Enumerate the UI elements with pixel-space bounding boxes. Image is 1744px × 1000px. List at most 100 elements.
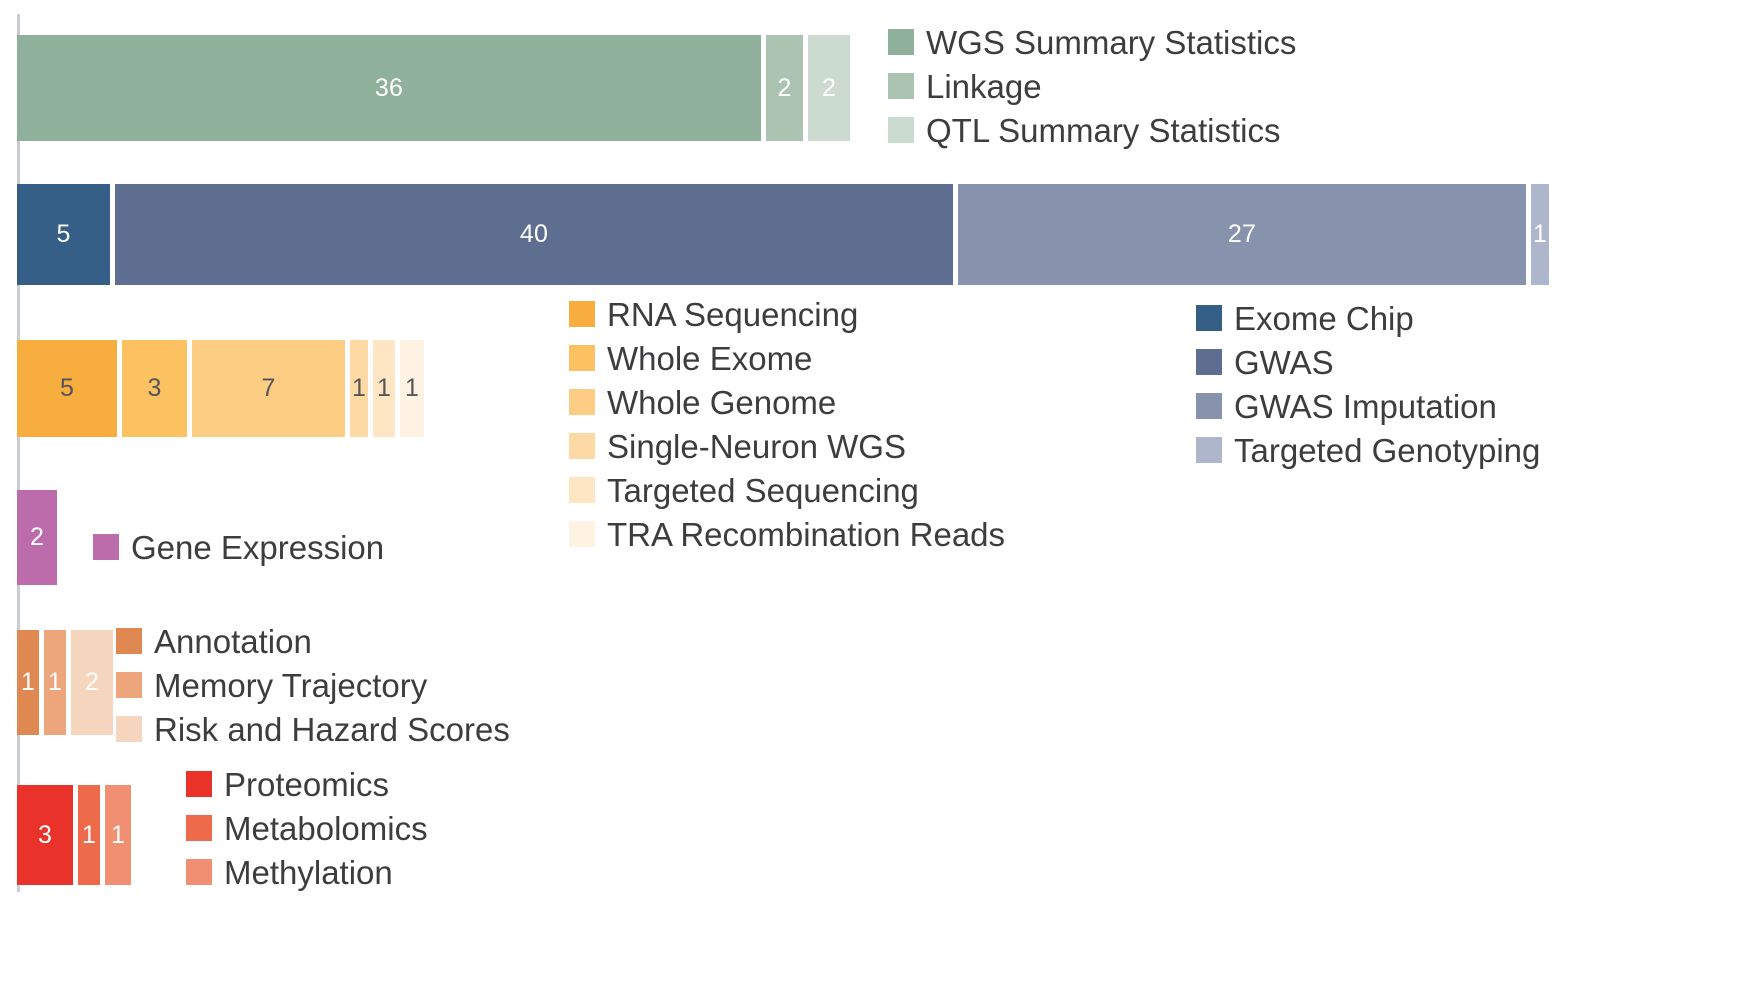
legend-item[interactable]: Metabolomics: [186, 806, 428, 850]
legend-label: GWAS Imputation: [1234, 387, 1497, 425]
bar-segment: 36: [17, 35, 761, 141]
legend-label: QTL Summary Statistics: [926, 111, 1281, 149]
legend-swatch-icon: [569, 389, 595, 415]
bar-segment-value-label: 3: [147, 374, 162, 402]
legend-label: Metabolomics: [224, 809, 428, 847]
bar-segment-value-label: 1: [81, 820, 97, 849]
legend-label: Linkage: [926, 67, 1042, 105]
legend-item[interactable]: Memory Trajectory: [116, 663, 510, 707]
legend-item[interactable]: RNA Sequencing: [569, 292, 1005, 336]
bar-segment: 1: [17, 630, 39, 735]
bar-segment: 1: [105, 785, 131, 885]
bar-segment-value-label: 3: [37, 820, 53, 849]
bar-segment-value-label: 1: [110, 820, 126, 849]
bar-segment-value-label: 1: [20, 668, 36, 696]
legend-swatch-icon: [1196, 437, 1222, 463]
legend-swatch-icon: [569, 345, 595, 371]
bar-group: 2: [17, 490, 57, 585]
legend-swatch-icon: [186, 815, 212, 841]
bar-segment-value-label: 1: [47, 668, 63, 696]
legend-item[interactable]: Targeted Sequencing: [569, 468, 1005, 512]
bar-segment-value-label: 27: [1227, 220, 1257, 248]
legend-label: Targeted Genotyping: [1234, 431, 1541, 469]
bar-segment: 2: [808, 35, 850, 141]
legend-swatch-icon: [1196, 305, 1222, 331]
bar-segment-value-label: 7: [261, 374, 276, 402]
legend-label: GWAS: [1234, 343, 1334, 381]
legend-item[interactable]: Proteomics: [186, 762, 428, 806]
legend-swatch-icon: [186, 859, 212, 885]
bar-segment: 2: [766, 35, 803, 141]
legend-item[interactable]: Annotation: [116, 619, 510, 663]
bar-segment-value-label: 2: [821, 73, 837, 102]
legend-item[interactable]: Whole Genome: [569, 380, 1005, 424]
legend: Gene Expression: [93, 525, 384, 569]
legend-swatch-icon: [93, 534, 119, 560]
legend-item[interactable]: Linkage: [888, 64, 1296, 108]
bar-segment-value-label: 1: [1532, 220, 1548, 248]
bar-segment: 3: [17, 785, 73, 885]
legend-swatch-icon: [888, 29, 914, 55]
legend-item[interactable]: Single-Neuron WGS: [569, 424, 1005, 468]
legend-swatch-icon: [116, 716, 142, 742]
legend-swatch-icon: [888, 73, 914, 99]
legend-swatch-icon: [1196, 349, 1222, 375]
bar-segment: 7: [192, 340, 345, 437]
legend-swatch-icon: [569, 301, 595, 327]
bar-segment-value-label: 5: [56, 220, 71, 248]
bar-segment: 2: [17, 490, 57, 585]
axis-left-spine: [17, 14, 20, 892]
bar-segment-value-label: 36: [374, 73, 404, 102]
legend-item[interactable]: WGS Summary Statistics: [888, 20, 1296, 64]
bar-segment-value-label: 5: [59, 374, 75, 402]
legend-item[interactable]: QTL Summary Statistics: [888, 108, 1296, 152]
bar-segment-value-label: 1: [376, 374, 392, 402]
bar-segment-value-label: 2: [777, 73, 792, 102]
bar-segment: 5: [17, 340, 117, 437]
legend-label: Targeted Sequencing: [607, 471, 919, 509]
legend-item[interactable]: Risk and Hazard Scores: [116, 707, 510, 751]
bar-segment: 1: [373, 340, 395, 437]
legend-swatch-icon: [116, 628, 142, 654]
legend-item[interactable]: GWAS: [1196, 340, 1540, 384]
legend-item[interactable]: Whole Exome: [569, 336, 1005, 380]
legend-swatch-icon: [1196, 393, 1222, 419]
legend-swatch-icon: [569, 521, 595, 547]
legend-label: WGS Summary Statistics: [926, 23, 1297, 61]
legend-label: RNA Sequencing: [607, 295, 859, 333]
bar-segment-value-label: 2: [84, 668, 100, 696]
legend-label: Memory Trajectory: [154, 666, 428, 704]
legend-item[interactable]: Methylation: [186, 850, 428, 894]
legend-label: Whole Exome: [607, 339, 813, 377]
legend-label: Methylation: [224, 853, 393, 891]
bar-segment: 27: [958, 184, 1526, 285]
legend-item[interactable]: Gene Expression: [93, 525, 384, 569]
legend-item[interactable]: GWAS Imputation: [1196, 384, 1540, 428]
legend-label: Proteomics: [224, 765, 390, 803]
legend-label: Single-Neuron WGS: [607, 427, 906, 465]
legend-item[interactable]: Exome Chip: [1196, 296, 1540, 340]
legend-item[interactable]: Targeted Genotyping: [1196, 428, 1540, 472]
legend-label: Exome Chip: [1234, 299, 1414, 337]
legend-swatch-icon: [888, 117, 914, 143]
legend-swatch-icon: [569, 433, 595, 459]
bar-segment: 1: [1531, 184, 1549, 285]
legend-swatch-icon: [569, 477, 595, 503]
legend-label: Risk and Hazard Scores: [154, 710, 510, 748]
legend-item[interactable]: TRA Recombination Reads: [569, 512, 1005, 556]
bar-segment: 2: [71, 630, 113, 735]
legend-label: Gene Expression: [131, 528, 385, 566]
bar-segment-value-label: 1: [351, 374, 367, 402]
legend-label: TRA Recombination Reads: [607, 515, 1006, 553]
bar-segment: 3: [122, 340, 187, 437]
bar-segment: 1: [44, 630, 66, 735]
